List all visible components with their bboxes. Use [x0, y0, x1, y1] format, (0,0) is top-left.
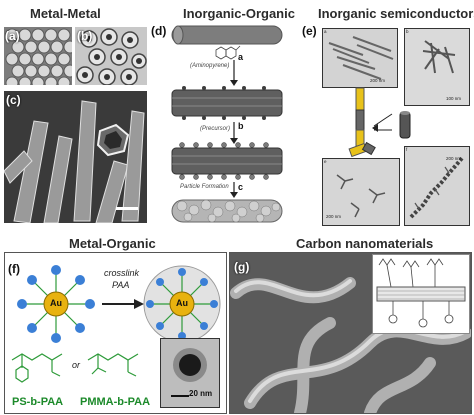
nanowire-tem-image-f — [405, 147, 469, 225]
scale-bar — [116, 207, 138, 210]
scale-label-e-a: 200 nm — [370, 78, 386, 83]
panel-c-image — [4, 91, 147, 223]
nanotube-sem-image — [4, 91, 147, 223]
step-label-c: c — [238, 182, 244, 192]
pmma-b-paa-structure — [87, 353, 139, 377]
sub-label-e-a: a — [324, 29, 327, 34]
pmma-b-paa-label: PMMA-b-PAA — [80, 396, 151, 408]
core-shell-particles-image — [75, 27, 147, 85]
panel-label-c: (c) — [6, 93, 21, 107]
sub-label-e-e: e — [324, 159, 327, 164]
section-title-inorganic-organic: Inorganic-Organic — [183, 6, 295, 21]
tetrapod-schematic — [348, 87, 411, 158]
tetrapod-tem-image-e — [323, 159, 399, 225]
panel-e-e-image — [322, 158, 400, 226]
nanorod-tem-image-b — [405, 29, 469, 105]
nanoparticle-lattice-image — [4, 27, 72, 85]
paa-label: PAA — [112, 280, 130, 290]
ps-b-paa-label: PS-b-PAA — [12, 396, 64, 408]
scale-bar — [171, 395, 189, 397]
precursor-label: (Precursor) — [200, 126, 231, 132]
crosslink-arrow — [102, 299, 144, 309]
panel-b-image — [75, 27, 147, 85]
ps-b-paa-structure — [11, 353, 63, 383]
panel-a-image — [4, 27, 72, 85]
crosslink-label: crosslink — [104, 268, 140, 278]
panel-label-b: (b) — [77, 29, 93, 43]
panel-g-schematic-inset — [372, 254, 470, 334]
au-label-right: Au — [176, 298, 188, 308]
panel-label-a: (a) — [5, 29, 20, 43]
scale-label-e-b: 100 nm — [446, 96, 462, 101]
section-title-inorganic-semiconductors: Inorganic semiconductors — [318, 6, 474, 21]
or-label: or — [72, 360, 81, 370]
au-nanoparticle-crosslinked — [143, 265, 221, 343]
panel-label-f: (f) — [8, 262, 20, 276]
nanorod-tem-image-a — [323, 29, 397, 87]
step-label-b: b — [238, 121, 244, 131]
section-title-metal-organic: Metal-Organic — [69, 236, 156, 251]
scale-label-f: 20 nm — [189, 389, 213, 398]
panel-d-diagram — [171, 25, 283, 223]
au-label-left: Au — [50, 298, 62, 308]
aminopyrene-label: (Aminopyrene) — [190, 63, 230, 69]
step-label-a: a — [238, 52, 244, 62]
au-nanoparticle-uncrosslinked — [17, 265, 95, 343]
panel-e-b-image — [404, 28, 470, 106]
scale-label-e-f: 200 nm — [446, 156, 462, 161]
panel-f-tem-inset — [160, 338, 220, 408]
panel-e-f-image — [404, 146, 470, 226]
core-shell-tem-image — [161, 339, 219, 407]
section-title-metal-metal: Metal-Metal — [30, 6, 101, 21]
particle-formation-label: Particle Formation — [180, 184, 229, 190]
panel-e-a-image — [322, 28, 398, 88]
panel-label-d: (d) — [151, 24, 167, 38]
scale-label-e-e: 200 nm — [326, 214, 342, 219]
sub-label-e-b: b — [406, 29, 409, 34]
section-title-carbon-nanomaterials: Carbon nanomaterials — [296, 236, 434, 251]
functionalized-nanotube-schematic — [376, 258, 466, 328]
sub-label-e-f: f — [406, 147, 408, 152]
panel-label-e: (e) — [302, 24, 317, 38]
panel-label-g: (g) — [234, 260, 250, 274]
